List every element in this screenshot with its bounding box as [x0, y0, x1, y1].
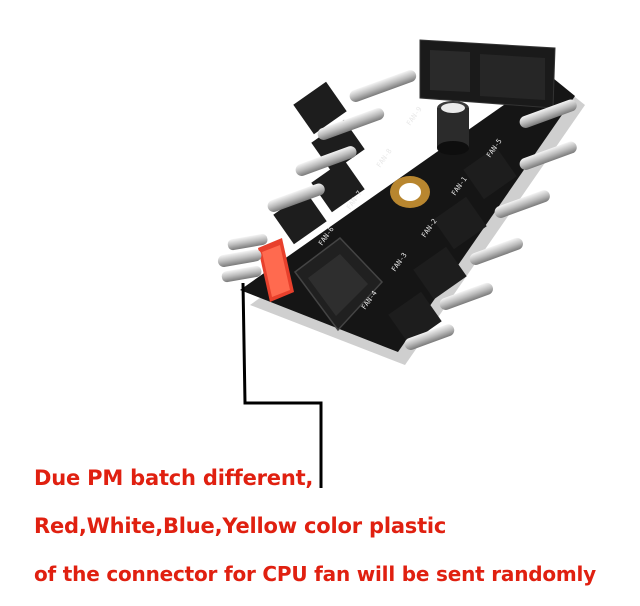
capacitor — [437, 101, 469, 155]
caption-line-1: Due PM batch different, — [34, 466, 314, 490]
cpu-fan-socket — [293, 236, 384, 332]
fan-hub-board: FAN-4 FAN-3 FAN-2 FAN-1 FAN-5 FAN-6 FAN-… — [217, 39, 585, 365]
left-pins — [217, 70, 417, 283]
pointer-line — [241, 282, 323, 488]
right-pins — [404, 99, 577, 350]
mounting-hole — [390, 176, 430, 208]
fan-label-9: FAN-9 — [405, 105, 424, 127]
red-cpu-connector — [258, 238, 294, 302]
power-header-slot — [430, 50, 470, 92]
caption-line-3: of the connector for CPU fan will be sen… — [34, 562, 597, 586]
fan-label-8: FAN-8 — [375, 147, 394, 169]
power-header-slot — [480, 54, 545, 100]
right-fan-headers — [388, 146, 517, 345]
caption-line-2: Red,White,Blue,Yellow color plastic — [34, 514, 447, 538]
